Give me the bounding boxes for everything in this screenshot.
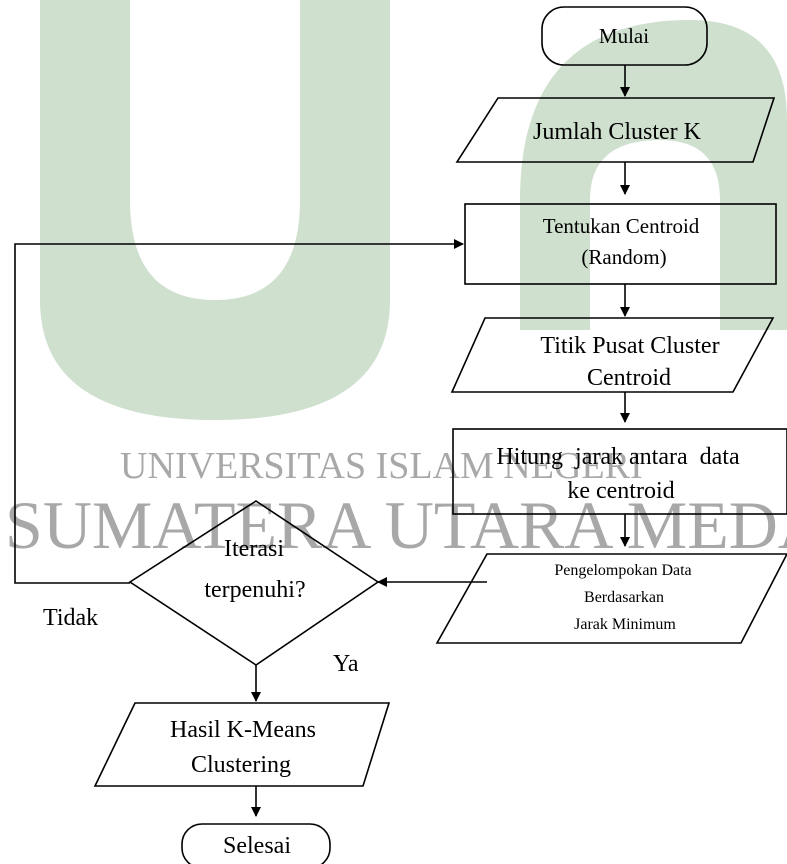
end-label: Selesai	[223, 833, 291, 859]
centers-label-line1: Titik Pusat Cluster	[540, 333, 719, 359]
start-node	[541, 6, 708, 66]
result-label-line2: Clustering	[191, 752, 291, 778]
centroid-node	[464, 203, 777, 285]
watermark-mid-bar	[315, 45, 345, 350]
input-k-label: Jumlah Cluster K	[533, 119, 702, 145]
result-label-line1: Hasil K-Means	[170, 717, 316, 743]
input-k-node	[455, 97, 776, 163]
distance-node	[452, 428, 787, 515]
watermark-line2: SUMATERA UTARA MEDAN	[5, 487, 787, 563]
node-labels: Mulai Jumlah Cluster K Tentukan Centroid…	[43, 24, 740, 859]
centroid-label-line1: Tentukan Centroid	[543, 214, 700, 238]
centers-node	[450, 317, 775, 393]
centers-label-line2: Centroid	[587, 365, 671, 391]
watermark-left-arch	[40, 0, 390, 420]
decision-label-line2: terpenuhi?	[204, 577, 305, 603]
grouping-node	[435, 553, 787, 644]
decision-node	[128, 500, 380, 666]
arrow-loop-back	[14, 239, 464, 584]
centroid-label-line2: (Random)	[581, 245, 666, 269]
grouping-label-line3: Jarak Minimum	[574, 616, 676, 633]
grouping-label-line1: Pengelompokan Data	[554, 562, 691, 579]
grouping-label-line2: Berdasarkan	[584, 589, 664, 606]
start-label: Mulai	[599, 24, 649, 48]
decision-no-label: Tidak	[43, 605, 98, 631]
result-node	[93, 702, 391, 787]
end-node	[181, 823, 331, 864]
watermark-mid-bar-2	[355, 80, 370, 340]
decision-label-line1: Iterasi	[224, 536, 284, 562]
decision-yes-label: Ya	[333, 651, 359, 677]
watermark-text: UNIVERSITAS ISLAM NEGERI SUMATERA UTARA …	[5, 445, 787, 563]
distance-label-line1: Hitung jarak antara data	[496, 444, 740, 470]
distance-label-line2: ke centroid	[567, 478, 674, 504]
connectors	[14, 65, 630, 817]
watermark-line1: UNIVERSITAS ISLAM NEGERI	[120, 445, 643, 487]
